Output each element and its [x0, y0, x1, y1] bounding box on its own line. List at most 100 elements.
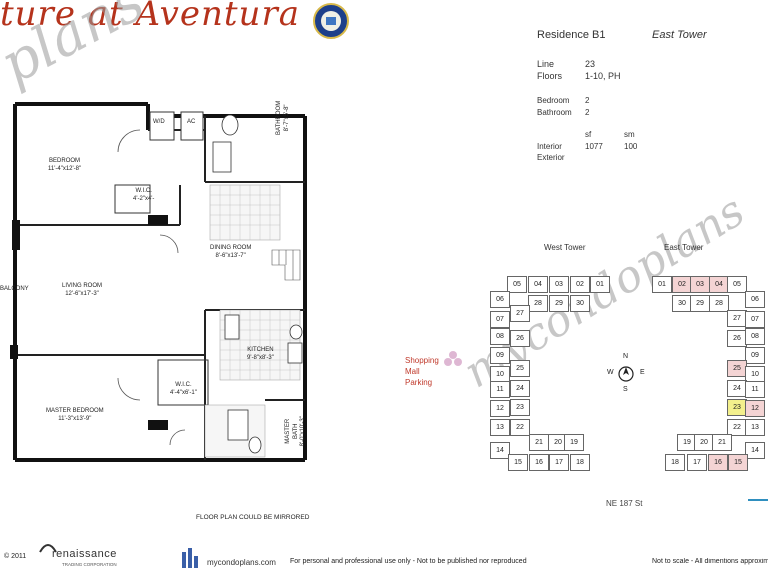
- disclaimer: For personal and professional use only -…: [290, 558, 527, 565]
- line-value: 23: [585, 59, 596, 69]
- east-unit-26: 26: [727, 330, 747, 347]
- sf-header: sf: [585, 130, 592, 139]
- floors-label: Floors: [537, 71, 563, 81]
- room-label-master-bath: MASTER BATH 8'-0"x10'-3": [284, 416, 306, 447]
- interior-sf: 1077: [585, 142, 603, 151]
- west-unit-02: 02: [570, 276, 590, 293]
- compass-icon: [607, 355, 645, 393]
- east-unit-15: 15: [728, 454, 748, 471]
- room-label-bathroom: BATHROOM 8'-7"x5'-8": [276, 100, 290, 135]
- west-unit-23: 23: [510, 399, 530, 416]
- room-label-wd: W/D: [153, 119, 165, 125]
- interior-label: Interior: [537, 142, 562, 151]
- room-label-dining: DINING ROOM 8'-6"x13'-7": [210, 245, 252, 259]
- west-unit-14: 14: [490, 442, 510, 459]
- west-unit-03: 03: [549, 276, 569, 293]
- west-unit-09: 09: [490, 347, 510, 364]
- mycondoplans-logo-icon: [180, 546, 202, 568]
- west-unit-25: 25: [510, 360, 530, 377]
- east-unit-25: 25: [727, 360, 747, 377]
- west-unit-28: 28: [528, 295, 548, 312]
- east-unit-27: 27: [727, 310, 747, 327]
- line-label: Line: [537, 59, 555, 69]
- west-unit-19: 19: [564, 434, 584, 451]
- room-label-wic-2: W.I.C. 4'-4"x6'-1": [170, 382, 197, 396]
- room-label-master-bedroom: MASTER BEDROOM 11'-3"x13'-9": [46, 408, 104, 422]
- room-label-wic-1: W.I.C. 4'-2"x4'-: [133, 188, 155, 202]
- west-unit-15: 15: [508, 454, 528, 471]
- west-unit-07: 07: [490, 311, 510, 328]
- bathroom-value: 2: [585, 108, 590, 117]
- room-label-bedroom: BEDROOM 11'-4"x12'-8": [48, 158, 82, 172]
- street-label: NE 187 St: [606, 499, 643, 508]
- amenity-label: Shopping Mall Parking: [405, 356, 439, 388]
- bedroom-label: Bedroom: [537, 96, 570, 105]
- east-unit-16: 16: [708, 454, 728, 471]
- west-unit-30: 30: [570, 295, 590, 312]
- compass-n: N: [623, 353, 629, 360]
- east-unit-20: 20: [694, 434, 714, 451]
- east-unit-06: 06: [745, 291, 765, 308]
- compass-s: S: [623, 386, 628, 393]
- east-unit-29: 29: [690, 295, 710, 312]
- west-unit-13: 13: [490, 419, 510, 436]
- room-label-balcony: BALCONY: [0, 286, 29, 292]
- west-tower-label: West Tower: [544, 243, 586, 252]
- east-unit-05: 05: [727, 276, 747, 293]
- water-edge: [748, 499, 768, 511]
- sm-header: sm: [624, 130, 635, 139]
- brand-name: renaissance: [52, 548, 117, 560]
- west-unit-29: 29: [549, 295, 569, 312]
- west-unit-18: 18: [570, 454, 590, 471]
- compass-w: W: [607, 369, 614, 376]
- site-url[interactable]: mycondoplans.com: [207, 558, 276, 567]
- west-unit-27: 27: [510, 305, 530, 322]
- east-unit-10: 10: [745, 366, 765, 383]
- room-label-kitchen: KITCHEN 9'-8"x8'-3": [247, 347, 274, 361]
- west-unit-24: 24: [510, 380, 530, 397]
- west-unit-05: 05: [507, 276, 527, 293]
- renaissance-logo-icon: [38, 538, 58, 554]
- scale-note: Not to scale - All dimentions approxim: [652, 558, 768, 565]
- east-unit-14: 14: [745, 442, 765, 459]
- west-unit-04: 04: [528, 276, 548, 293]
- amenity-flower-icon: [443, 350, 463, 370]
- city-seal-logo: [313, 3, 349, 39]
- room-label-ac: AC: [187, 119, 196, 125]
- east-unit-30: 30: [672, 295, 692, 312]
- east-unit-09: 09: [745, 347, 765, 364]
- east-unit-03: 03: [690, 276, 710, 293]
- east-unit-12: 12: [745, 400, 765, 417]
- west-unit-17: 17: [549, 454, 569, 471]
- east-unit-17: 17: [687, 454, 707, 471]
- east-unit-28: 28: [709, 295, 729, 312]
- west-unit-21: 21: [529, 434, 549, 451]
- east-tower-label: East Tower: [664, 243, 704, 252]
- floor-plan-drawing: [10, 102, 307, 462]
- brand-sub: TRADING CORPORATION: [62, 562, 117, 567]
- west-unit-26: 26: [510, 330, 530, 347]
- bedroom-value: 2: [585, 96, 590, 105]
- east-unit-24: 24: [727, 380, 747, 397]
- east-unit-23: 23: [727, 399, 747, 416]
- exterior-label: Exterior: [537, 153, 565, 162]
- east-unit-04: 04: [709, 276, 729, 293]
- east-unit-21: 21: [712, 434, 732, 451]
- residence-name: Residence B1: [537, 29, 606, 41]
- west-unit-12: 12: [490, 400, 510, 417]
- east-unit-11: 11: [745, 381, 765, 398]
- interior-sm: 100: [624, 142, 638, 151]
- east-unit-08: 08: [745, 328, 765, 345]
- west-unit-16: 16: [529, 454, 549, 471]
- bathroom-label: Bathroom: [537, 108, 572, 117]
- room-label-living: LIVING ROOM 12'-6"x17'-3": [62, 283, 103, 297]
- west-unit-01: 01: [590, 276, 610, 293]
- west-unit-11: 11: [490, 381, 510, 398]
- west-unit-06: 06: [490, 291, 510, 308]
- development-title: ture at Aventura: [0, 0, 300, 34]
- copyright: © 2011: [4, 553, 27, 560]
- west-unit-08: 08: [490, 328, 510, 345]
- mirror-note: FLOOR PLAN COULD BE MIRRORED: [196, 514, 310, 521]
- east-unit-07: 07: [745, 311, 765, 328]
- east-unit-02: 02: [672, 276, 692, 293]
